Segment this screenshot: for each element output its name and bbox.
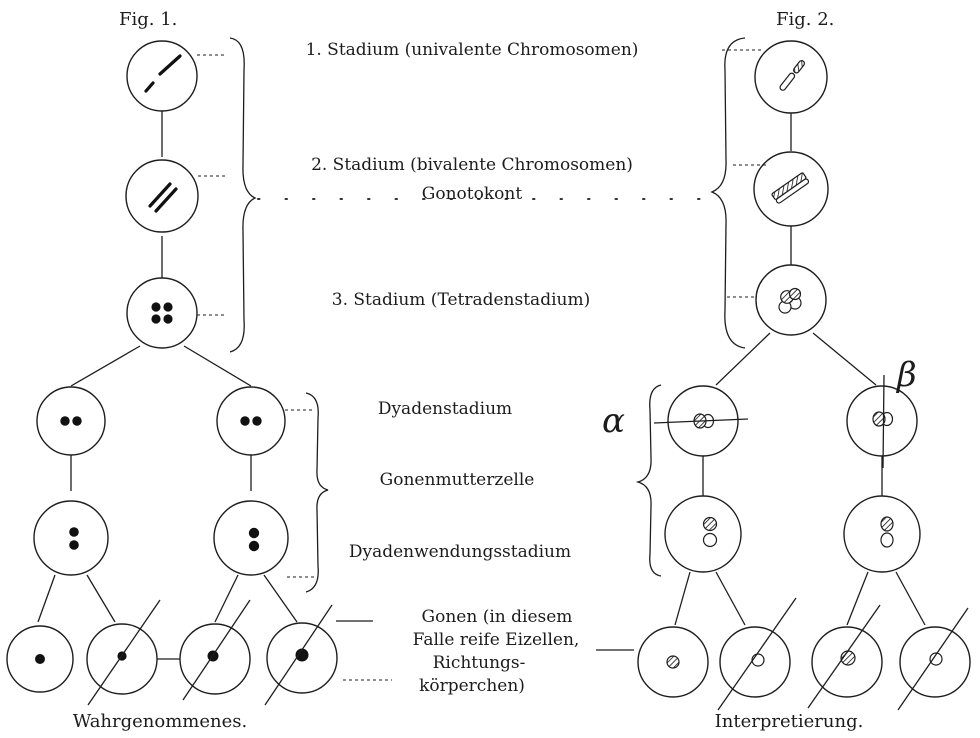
dyadwend-label: Dyadenwendungsstadium (349, 542, 571, 562)
fig2-title: Fig. 2. (776, 9, 834, 30)
caption-left: Wahrgenommenes. (73, 711, 247, 732)
fig1-cell-stage2 (126, 160, 198, 232)
gonenmutter-label: Gonenmutterzelle (380, 470, 535, 490)
stage3-label: 3. Stadium (Tetradenstadium) (332, 290, 590, 310)
beta-label: β (895, 355, 917, 395)
stage2-label: 2. Stadium (bivalente Chromosomen) (311, 155, 633, 175)
fig1-cell-turn-left (34, 501, 108, 575)
gonen-line-1: Gonen (in diesem (422, 607, 573, 627)
alpha-label: α (602, 401, 625, 441)
gonotokont-label: Gonotokont (422, 184, 523, 204)
caption-right: Interpretierung. (715, 711, 864, 732)
fig1-cell-dyad-right (217, 387, 285, 455)
fig1-cell-turn-right (214, 501, 288, 575)
dyad-label: Dyadenstadium (378, 399, 512, 419)
fig1-tree (7, 38, 392, 705)
gonen-line-4: körperchen) (419, 676, 525, 696)
fig2-cell-turn-left (665, 496, 741, 572)
fig1-cell-stage3 (127, 278, 197, 348)
fig2-cell-turn-right (844, 496, 920, 572)
fig1-cell-dyad-left (37, 387, 105, 455)
stage1-label: 1. Stadium (univalente Chromosomen) (306, 40, 639, 60)
fig1-cell-stage1 (127, 41, 197, 111)
fig1-title: Fig. 1. (119, 9, 177, 30)
gonen-line-3: Richtungs- (433, 653, 526, 673)
gonen-line-2: Falle reife Eizellen, (413, 630, 580, 650)
